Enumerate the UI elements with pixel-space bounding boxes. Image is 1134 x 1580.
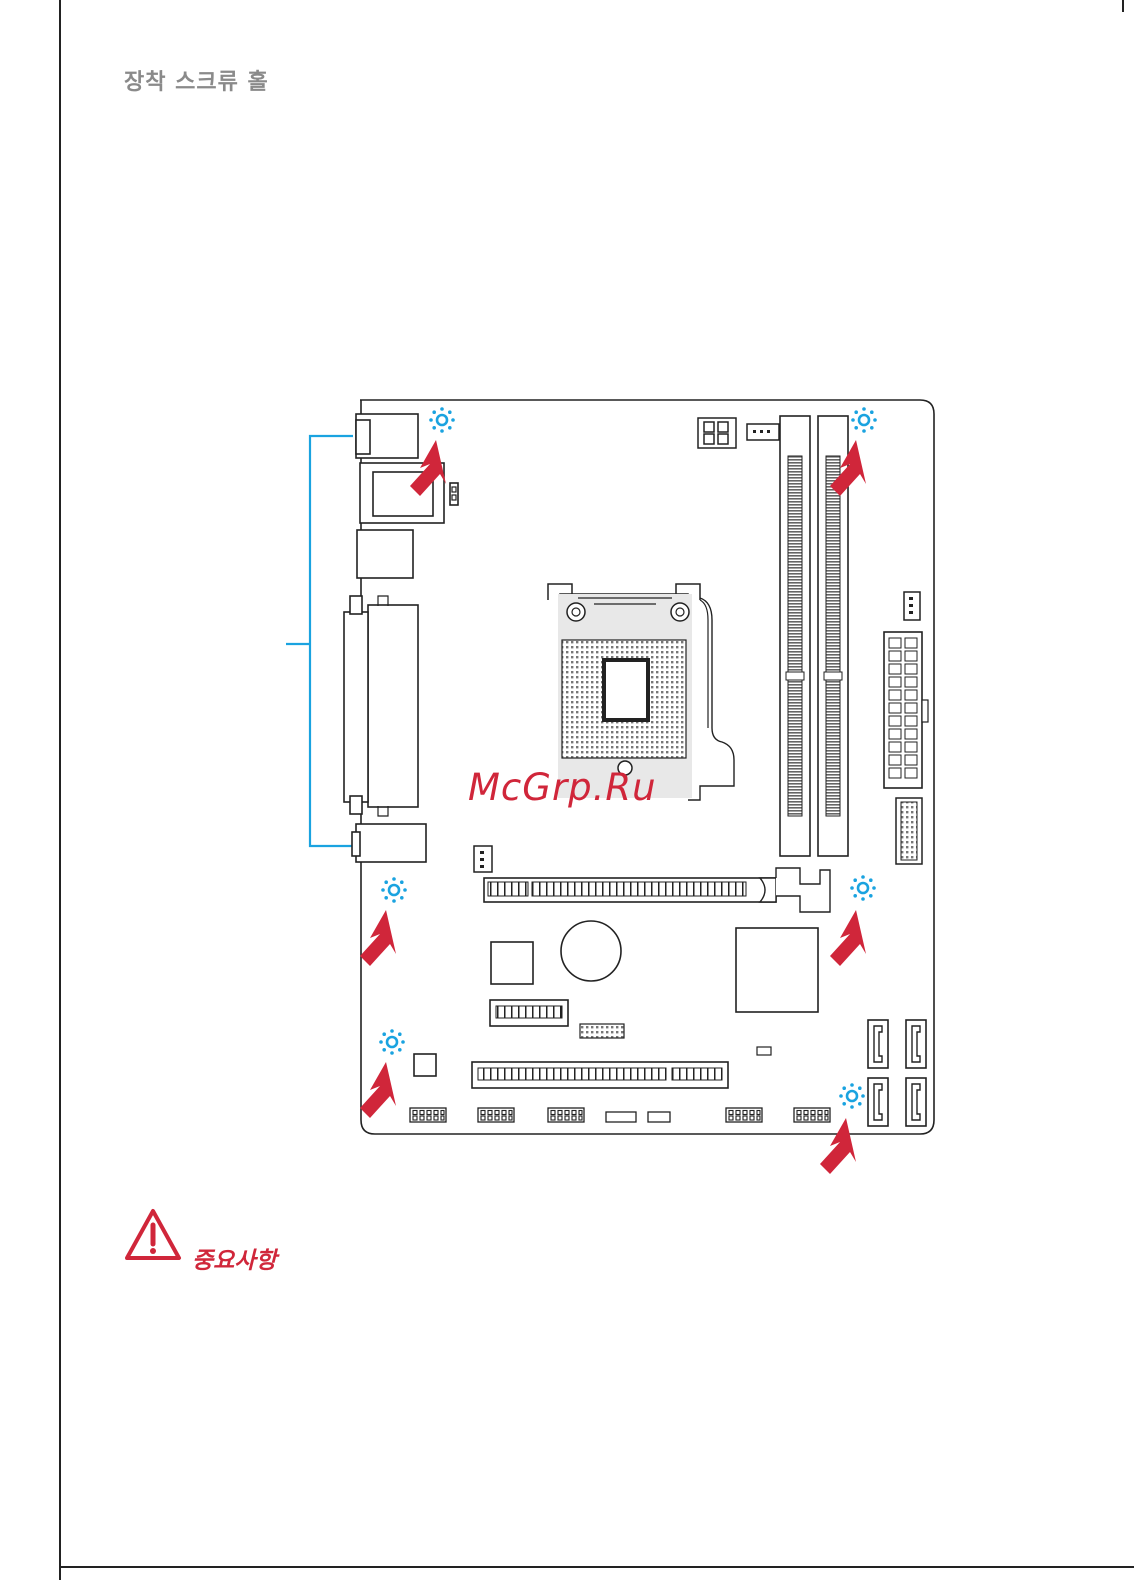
usb3-header xyxy=(896,798,922,864)
important-note-label: 중요사항 xyxy=(192,1241,277,1275)
atx-24pin xyxy=(884,632,928,788)
pcie-x1-slot xyxy=(490,1000,568,1026)
warning-triangle-icon xyxy=(124,1208,182,1262)
pci-slot xyxy=(472,1062,728,1088)
watermark: McGrp.Ru xyxy=(468,766,657,809)
io-panel-bracket xyxy=(286,436,353,846)
